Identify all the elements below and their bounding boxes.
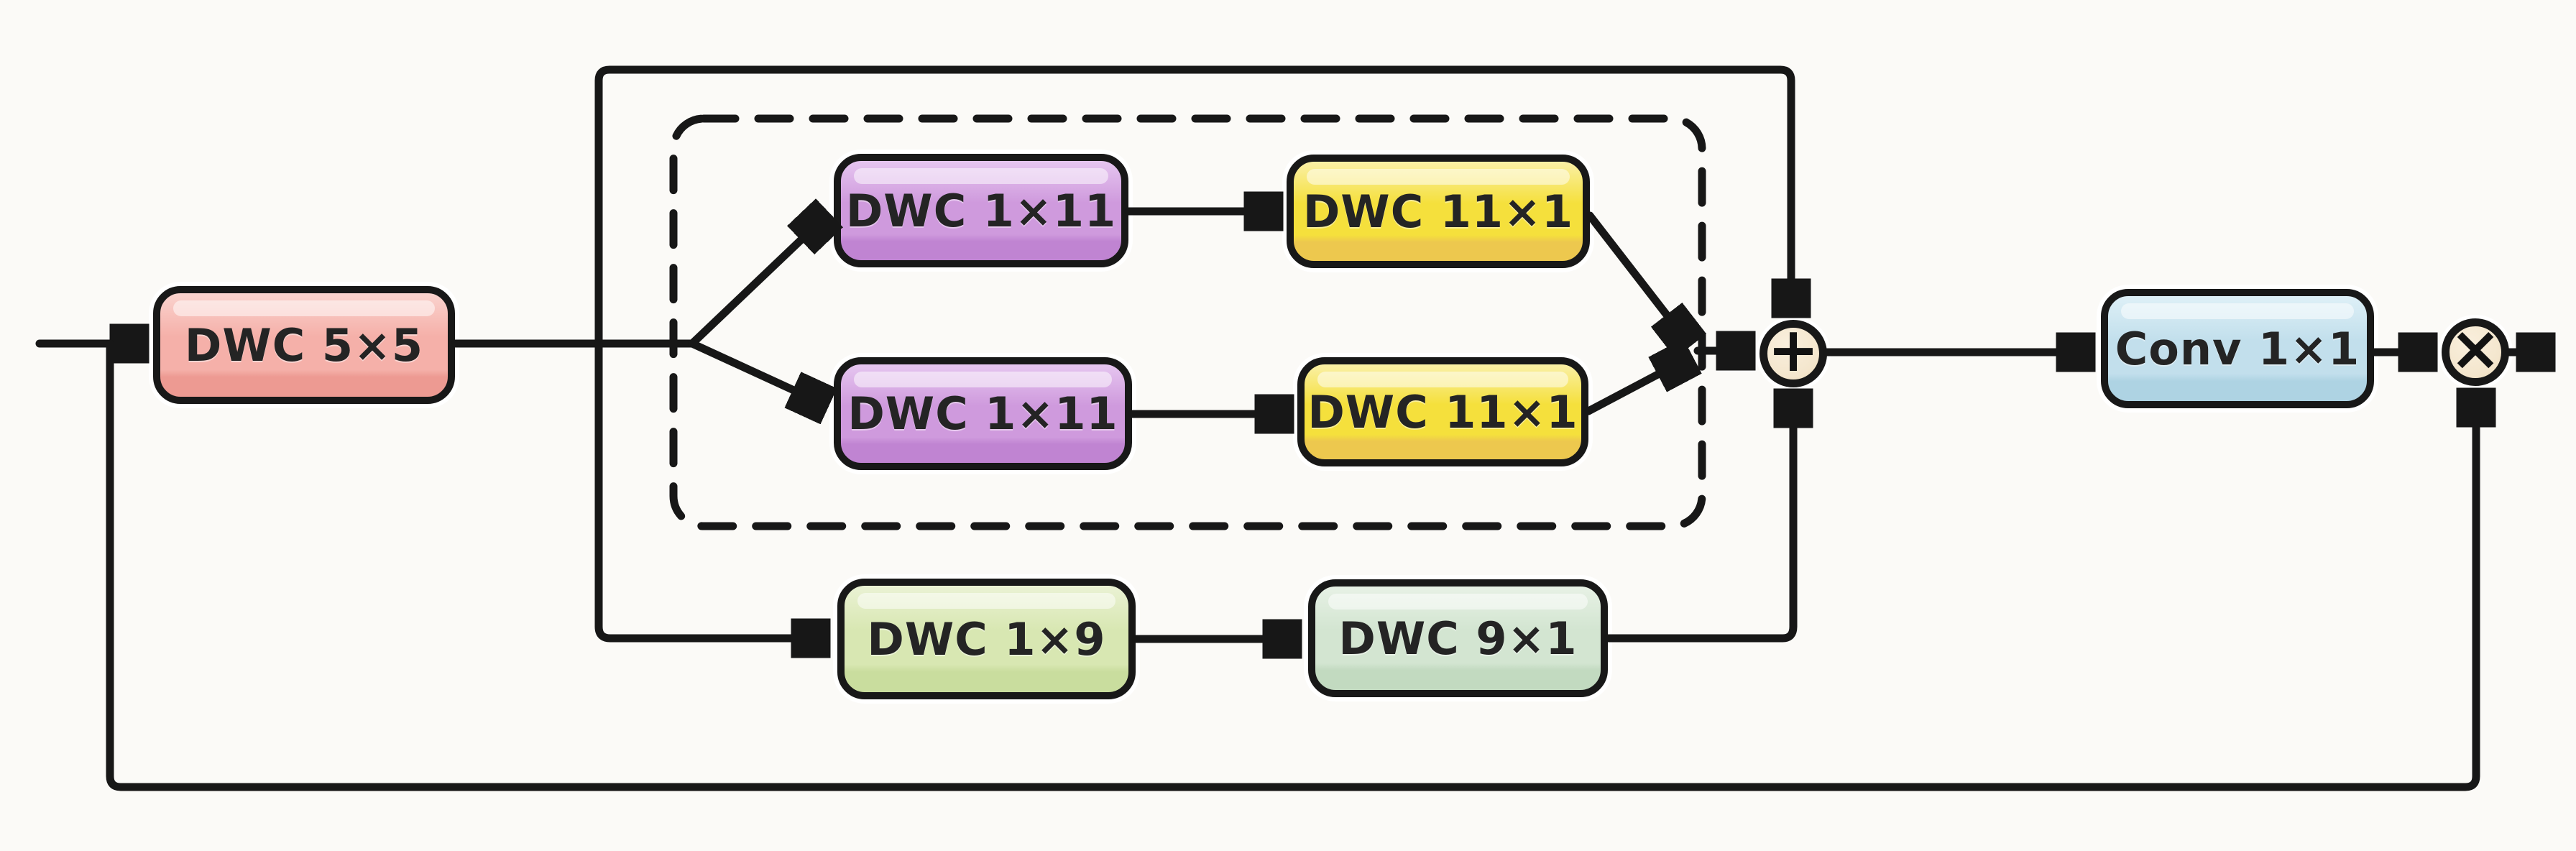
plus-icon: +	[1767, 314, 1820, 386]
node-dwc-11x1-bottom: DWC 11×1	[1297, 357, 1588, 466]
node-dwc-1x11-bottom: DWC 1×11	[834, 357, 1132, 470]
gloss-highlight	[854, 372, 1112, 387]
add-operator-icon: +	[1760, 314, 1827, 387]
edge-split-bottom	[688, 339, 825, 405]
node-dwc-1x9: DWC 1×9	[837, 579, 1136, 699]
gloss-highlight	[854, 168, 1108, 184]
node-dwc-5x5: DWC 5×5	[153, 286, 455, 404]
times-icon: ×	[2449, 313, 2502, 385]
gloss-highlight	[1328, 594, 1588, 610]
edge-split-top	[688, 216, 827, 348]
node-label: Conv 1×1	[2115, 322, 2360, 375]
gloss-highlight	[173, 300, 435, 316]
node-label: DWC 1×11	[845, 184, 1117, 237]
node-label: DWC 9×1	[1338, 612, 1578, 665]
node-label: DWC 11×1	[1302, 185, 1574, 238]
node-label: DWC 1×9	[867, 612, 1106, 666]
edge-branch-bottom	[594, 339, 831, 638]
node-label: DWC 5×5	[184, 318, 424, 372]
gloss-highlight	[2121, 303, 2354, 319]
edge-row1-diagonal	[1586, 211, 1688, 343]
edge-skip-outer	[106, 339, 2476, 791]
node-dwc-9x1: DWC 9×1	[1308, 579, 1608, 697]
gloss-highlight	[1307, 169, 1570, 185]
node-label: DWC 1×11	[847, 387, 1118, 440]
node-conv-1x1: Conv 1×1	[2101, 289, 2374, 408]
multiply-operator-icon: ×	[2442, 318, 2509, 386]
node-dwc-1x11-top: DWC 1×11	[834, 154, 1128, 267]
edge-skip-top-rail	[594, 65, 1791, 348]
edge-mint-to-add	[1604, 388, 1793, 643]
edge-row2-diagonal	[1584, 358, 1689, 415]
node-dwc-11x1-top: DWC 11×1	[1287, 155, 1590, 268]
gloss-highlight	[857, 593, 1116, 609]
node-label: DWC 11×1	[1307, 385, 1578, 438]
